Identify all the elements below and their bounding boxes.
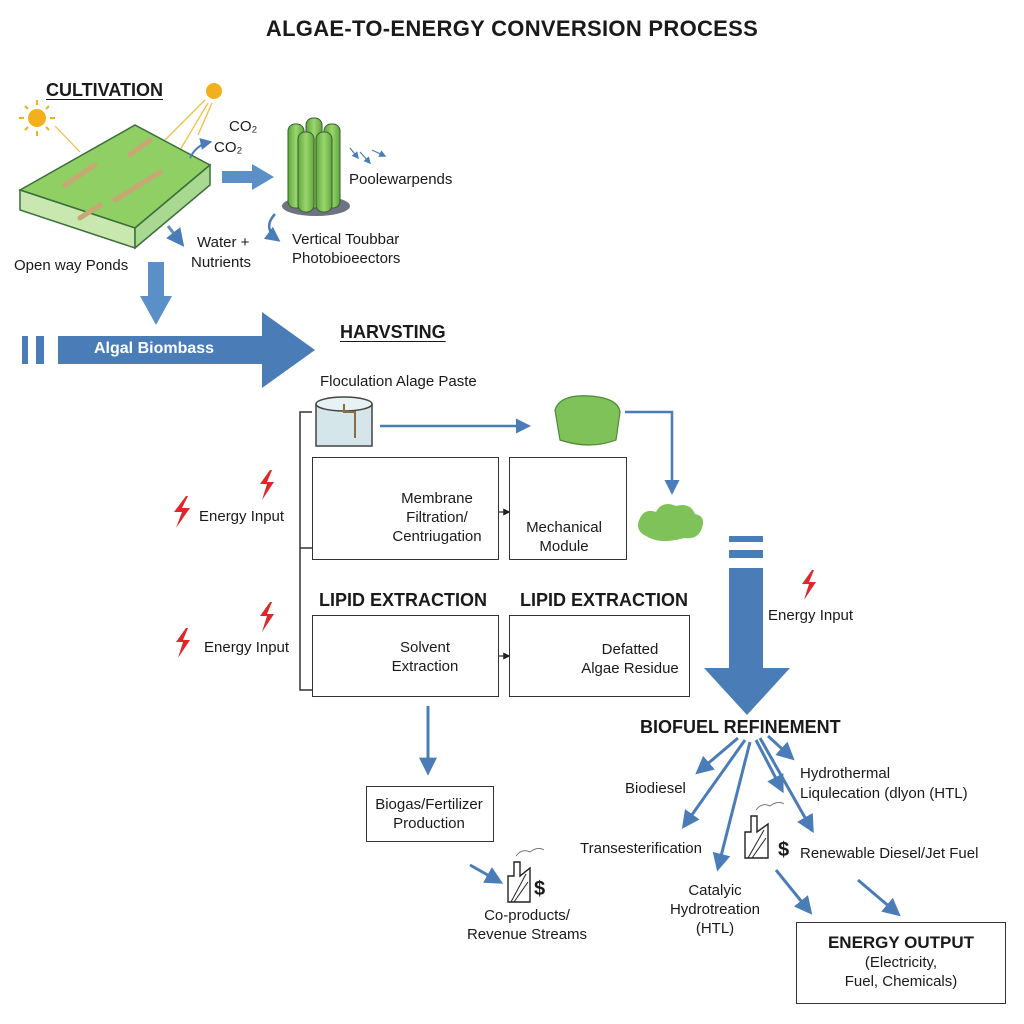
mechanical-label: Mechanical Module	[509, 518, 619, 556]
dollar-sign: $	[778, 839, 790, 861]
biogas-label: Biogas/Fertilizer Production	[366, 795, 492, 833]
energy-output-line: Fuel, Chemicals)	[844, 973, 958, 990]
coproducts-line: Revenue Streams	[466, 926, 588, 943]
page-title: ALGAE-TO-ENERGY CONVERSION PROCESS	[265, 16, 759, 41]
lightning-bolt-icon	[260, 602, 274, 632]
biogas-to-coproducts-arrow	[469, 863, 504, 884]
factory-icon	[507, 847, 545, 903]
lightning-bolt-icon	[260, 470, 274, 500]
vertical-pbr-label: Vertical Toubbar	[292, 231, 400, 248]
solvent-line: Solvent	[399, 639, 451, 656]
harvest-bracket	[299, 411, 312, 691]
membrane-box	[312, 457, 499, 560]
vertical-pbr-label: Photobioeectors	[292, 250, 401, 267]
photobioreactor-illustration	[282, 117, 350, 216]
lightning-bolt-icon	[802, 570, 816, 600]
energy-output-heading: ENERGY OUTPUT	[827, 933, 975, 952]
refinement-fanout-arrows	[681, 734, 901, 917]
htl-label: Liqulecation (dlyon (HTL)	[800, 785, 968, 802]
energy-input-label: Energy Input	[199, 508, 285, 525]
algal-biomass-arrow	[22, 312, 315, 388]
biogas-line: Biogas/Fertilizer	[375, 796, 483, 813]
flocculation-tank-icon	[315, 396, 373, 447]
energy-output-content: ENERGY OUTPUT (Electricity, Fuel, Chemic…	[796, 932, 1006, 991]
energy-output-box	[796, 922, 1006, 1004]
dollar-sign: $	[534, 878, 546, 900]
solvent-label: Solvent Extraction	[380, 638, 470, 676]
pond-to-pbr-arrow	[222, 164, 274, 190]
biogas-box	[366, 786, 494, 842]
defatted-line: Defatted	[601, 641, 659, 658]
htl-label: Hydrothermal	[800, 765, 891, 782]
nutrients-label: Nutrients	[191, 254, 252, 271]
defatted-box	[509, 615, 690, 697]
transesterification-label: Transesterification	[580, 840, 702, 857]
cultivation-down-arrow	[140, 262, 172, 325]
membrane-label: Membrane Filtration/ Centriugation	[382, 489, 492, 546]
refinement-down-arrow	[704, 536, 790, 715]
defatted-label: Defatted Algae Residue	[575, 640, 685, 678]
co2-label: CO₂	[214, 139, 243, 156]
solvent-box	[312, 615, 499, 697]
sun-icon	[164, 83, 222, 151]
refinement-heading: BIOFUEL REFINEMENT	[640, 717, 841, 737]
coproducts-label: Co-products/ Revenue Streams	[452, 906, 602, 944]
lightning-bolt-icon	[174, 496, 190, 528]
solvent-line: Extraction	[391, 658, 459, 675]
renewable-diesel-label: Renewable Diesel/Jet Fuel	[800, 845, 979, 862]
catalytic-line: Catalyic	[688, 882, 742, 899]
membrane-line: Centriugation	[392, 528, 482, 545]
algae-cluster-icon	[638, 504, 704, 542]
cultivation-heading: CULTIVATION	[46, 80, 163, 100]
mechanical-box	[509, 457, 627, 560]
sun-icon	[19, 100, 81, 153]
water-arrow	[166, 225, 185, 247]
factory-icon	[744, 801, 785, 859]
membrane-line: Membrane	[401, 490, 473, 507]
pond-label: Poolewarpends	[349, 171, 453, 188]
pbr-curve-arrow	[263, 213, 281, 242]
catalytic-label: Catalyic Hydrotreation (HTL)	[660, 881, 770, 938]
lightning-bolt-icon	[176, 628, 190, 658]
defatted-line: Algae Residue	[581, 660, 679, 677]
catalytic-line: (HTL)	[695, 920, 735, 937]
biodiesel-label: Biodiesel	[625, 780, 686, 797]
open-pond-illustration	[18, 124, 212, 250]
algal-biomass-label: Algal Biombass	[94, 340, 215, 357]
mechanical-line: Mechanical	[526, 519, 602, 536]
energy-output-line: (Electricity,	[864, 954, 938, 971]
energy-input-label: Energy Input	[768, 607, 854, 624]
coproducts-line: Co-products/	[484, 907, 570, 924]
flocculation-label: Floculation Alage Paste	[320, 373, 477, 390]
mechanical-line: Module	[539, 538, 589, 555]
algae-paste-icon	[554, 395, 621, 446]
open-ponds-label: Open way Ponds	[14, 257, 129, 274]
lipid-extraction-heading: LIPID EXTRACTION	[520, 590, 689, 610]
harvesting-heading: HARVSTING	[340, 322, 446, 342]
biogas-line: Production	[393, 815, 465, 832]
catalytic-line: Hydrotreation	[669, 901, 761, 918]
energy-input-label: Energy Input	[204, 639, 290, 656]
paste-to-down-arrow	[625, 410, 680, 495]
water-label: Water +	[197, 234, 250, 251]
lipid-extraction-heading: LIPID EXTRACTION	[319, 590, 488, 610]
co2-arrow	[189, 138, 213, 159]
small-flow-arrows	[349, 147, 387, 165]
membrane-line: Filtration/	[406, 509, 468, 526]
co2-label: CO₂	[229, 118, 258, 135]
